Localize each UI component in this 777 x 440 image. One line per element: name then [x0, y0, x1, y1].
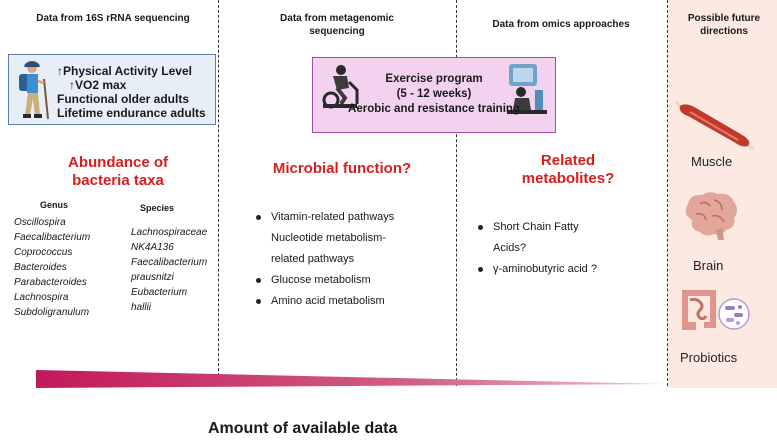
genus-item: Lachnospira — [14, 292, 69, 303]
species-item: NK4A136 — [131, 242, 174, 253]
col3-bullet-1-cont: Acids? — [493, 242, 527, 254]
col2-bullet-2: Glucose metabolism — [254, 270, 394, 291]
cohort-line-3: Functional older adults — [57, 92, 190, 106]
col2-header: Data from metagenomic sequencing — [262, 12, 412, 38]
genus-item: Subdoligranulum — [14, 307, 90, 318]
col3-bullet-2: γ-aminobutyric acid ? — [476, 259, 597, 280]
column-divider-1 — [218, 0, 219, 386]
genus-item: Coprococcus — [14, 247, 73, 258]
col3-bullet-1: Short Chain Fatty — [476, 217, 597, 238]
col2-bullets: Vitamin-related pathways Nucleotide meta… — [254, 207, 394, 312]
species-item: prausnitzi — [131, 272, 174, 283]
col2-bullet-1-cont-1: Nucleotide metabolism- — [271, 232, 386, 244]
col3-header-text: Data from omics approaches — [492, 19, 630, 30]
species-item: Lachnospiraceae — [131, 227, 208, 238]
cohort-box: ↑Physical Activity Level ↑VO2 max Functi… — [8, 54, 216, 125]
species-item: Eubacterium — [131, 287, 188, 298]
col2-bullet-1: Vitamin-related pathways — [254, 207, 394, 228]
genus-item: Faecalibacterium — [14, 232, 91, 243]
future-brain-label: Brain — [693, 258, 724, 273]
brain-icon — [685, 192, 737, 240]
col3-title-line-2: metabolites? — [521, 170, 615, 187]
program-line-3: Aerobic and resistance training — [348, 103, 520, 115]
cohort-line-1: ↑Physical Activity Level — [57, 64, 192, 78]
col3-title: Related metabolites? — [508, 152, 628, 188]
future-muscle-label: Muscle — [691, 154, 733, 169]
bacteria-icon — [718, 298, 750, 330]
leg-press-icon — [507, 64, 547, 114]
col1-header-text: Data from 16S rRNA sequencing — [36, 13, 190, 24]
genus-list: Oscillospira Faecalibacterium Coprococcu… — [14, 215, 90, 320]
genus-header: Genus — [40, 200, 69, 210]
cohort-text: ↑Physical Activity Level ↑VO2 max Functi… — [57, 64, 206, 120]
col2-title: Microbial function? — [272, 160, 412, 177]
species-header: Species — [140, 203, 175, 213]
genus-item: Parabacteroides — [14, 277, 87, 288]
cyclist-icon — [322, 65, 359, 109]
species-item: hallii — [131, 302, 152, 313]
col1-title-line-1: Abundance of — [68, 154, 168, 171]
col4-header: Possible future directions — [682, 12, 766, 38]
bottom-title: Amount of available data — [208, 420, 398, 437]
future-probiotics-label: Probiotics — [680, 350, 738, 365]
muscle-icon — [676, 100, 755, 150]
cohort-line-2: ↑VO2 max — [69, 78, 127, 92]
exercise-program-text: Exercise program (5 - 12 weeks) Aerobic … — [313, 72, 555, 117]
col2-bullet-1-cont-2: related pathways — [271, 253, 355, 265]
col2-header-text: Data from metagenomic sequencing — [280, 13, 394, 37]
col1-header: Data from 16S rRNA sequencing — [28, 12, 198, 25]
col3-title-line-1: Related — [540, 152, 596, 169]
program-line-1: Exercise program — [385, 73, 483, 85]
program-line-2: (5 - 12 weeks) — [396, 88, 472, 100]
cohort-line-4: Lifetime endurance adults — [57, 106, 206, 120]
column-divider-2 — [456, 0, 457, 386]
hiker-icon — [19, 61, 49, 120]
genus-item: Oscillospira — [14, 217, 66, 228]
data-amount-wedge — [36, 370, 666, 388]
column-divider-3 — [667, 0, 668, 386]
col1-title-line-2: bacteria taxa — [72, 172, 164, 189]
species-item: Faecalibacterium — [131, 257, 208, 268]
col2-bullet-3: Amino acid metabolism — [254, 291, 394, 312]
species-list: Lachnospiraceae NK4A136 Faecalibacterium… — [131, 225, 207, 315]
exercise-program-box: Exercise program (5 - 12 weeks) Aerobic … — [312, 57, 556, 133]
intestine-icon — [682, 290, 716, 330]
genus-item: Bacteroides — [14, 262, 67, 273]
col3-bullets: Short Chain Fatty Acids? γ-aminobutyric … — [476, 217, 597, 280]
col4-header-text: Possible future directions — [687, 13, 761, 37]
col3-header: Data from omics approaches — [468, 18, 654, 31]
col1-title: Abundance of bacteria taxa — [48, 154, 188, 190]
